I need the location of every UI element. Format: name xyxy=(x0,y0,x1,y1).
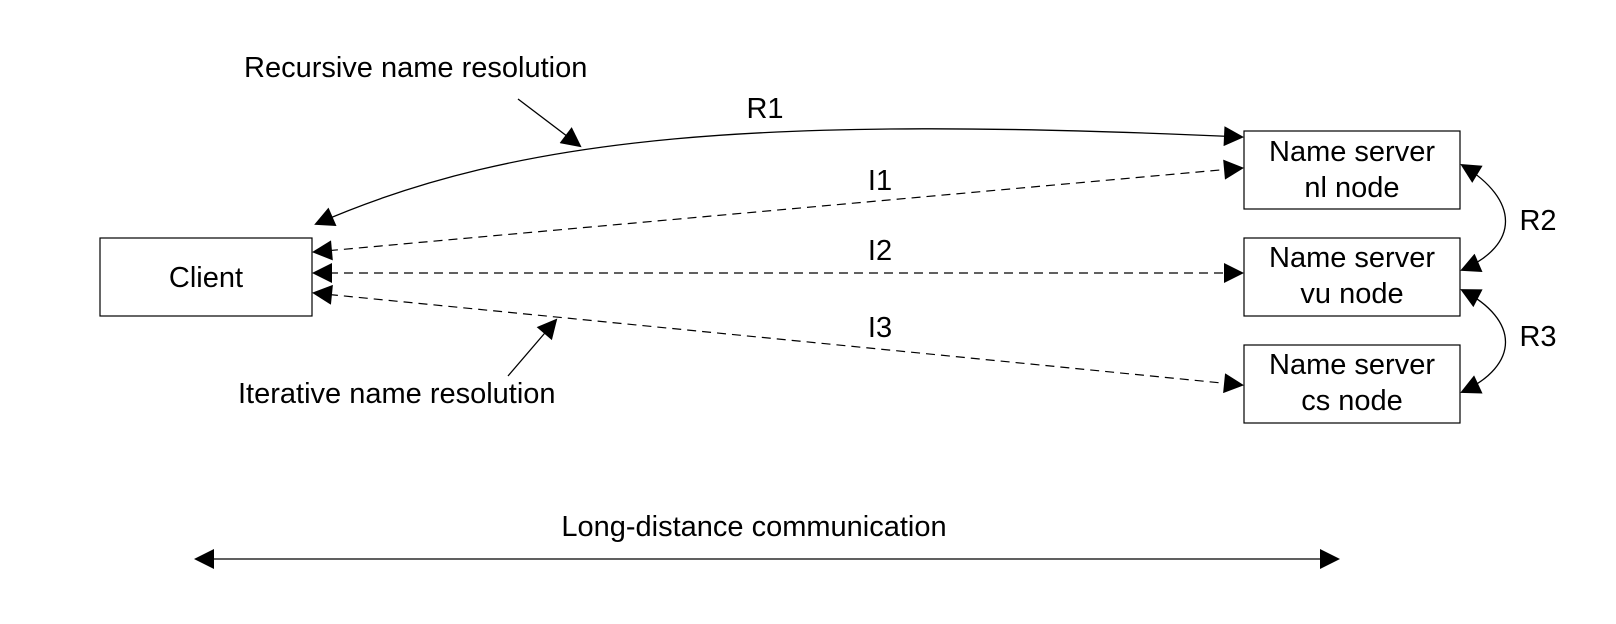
name-server-cs-node xyxy=(1243,344,1461,424)
name-server-vu-line1: Name server xyxy=(1269,242,1435,274)
r1-label: R1 xyxy=(746,93,783,125)
i2-label: I2 xyxy=(868,235,892,267)
r3-arrow xyxy=(1460,289,1507,394)
i3-label: I3 xyxy=(868,312,892,344)
name-server-nl-line1: Name server xyxy=(1269,136,1435,168)
r2-label: R2 xyxy=(1519,205,1556,237)
r3-label: R3 xyxy=(1519,321,1556,353)
recursive-pointer xyxy=(517,98,582,148)
i1-arrow xyxy=(312,159,1244,261)
client-label: Client xyxy=(169,262,243,294)
name-server-vu-node xyxy=(1243,237,1461,317)
name-server-cs-line2: cs node xyxy=(1301,385,1403,417)
name-server-cs-line1: Name server xyxy=(1269,349,1435,381)
i3-arrow xyxy=(312,284,1244,394)
iterative-pointer xyxy=(507,318,558,377)
client-node xyxy=(99,237,313,317)
i1-label: I1 xyxy=(868,165,892,197)
long-distance-label: Long-distance communication xyxy=(561,511,946,543)
recursive-annotation: Recursive name resolution xyxy=(244,52,587,84)
name-server-nl-node xyxy=(1243,130,1461,210)
name-server-nl-line2: nl node xyxy=(1304,172,1399,204)
name-server-vu-line2: vu node xyxy=(1300,278,1403,310)
iterative-annotation: Iterative name resolution xyxy=(238,378,556,410)
r2-arrow xyxy=(1460,163,1507,273)
